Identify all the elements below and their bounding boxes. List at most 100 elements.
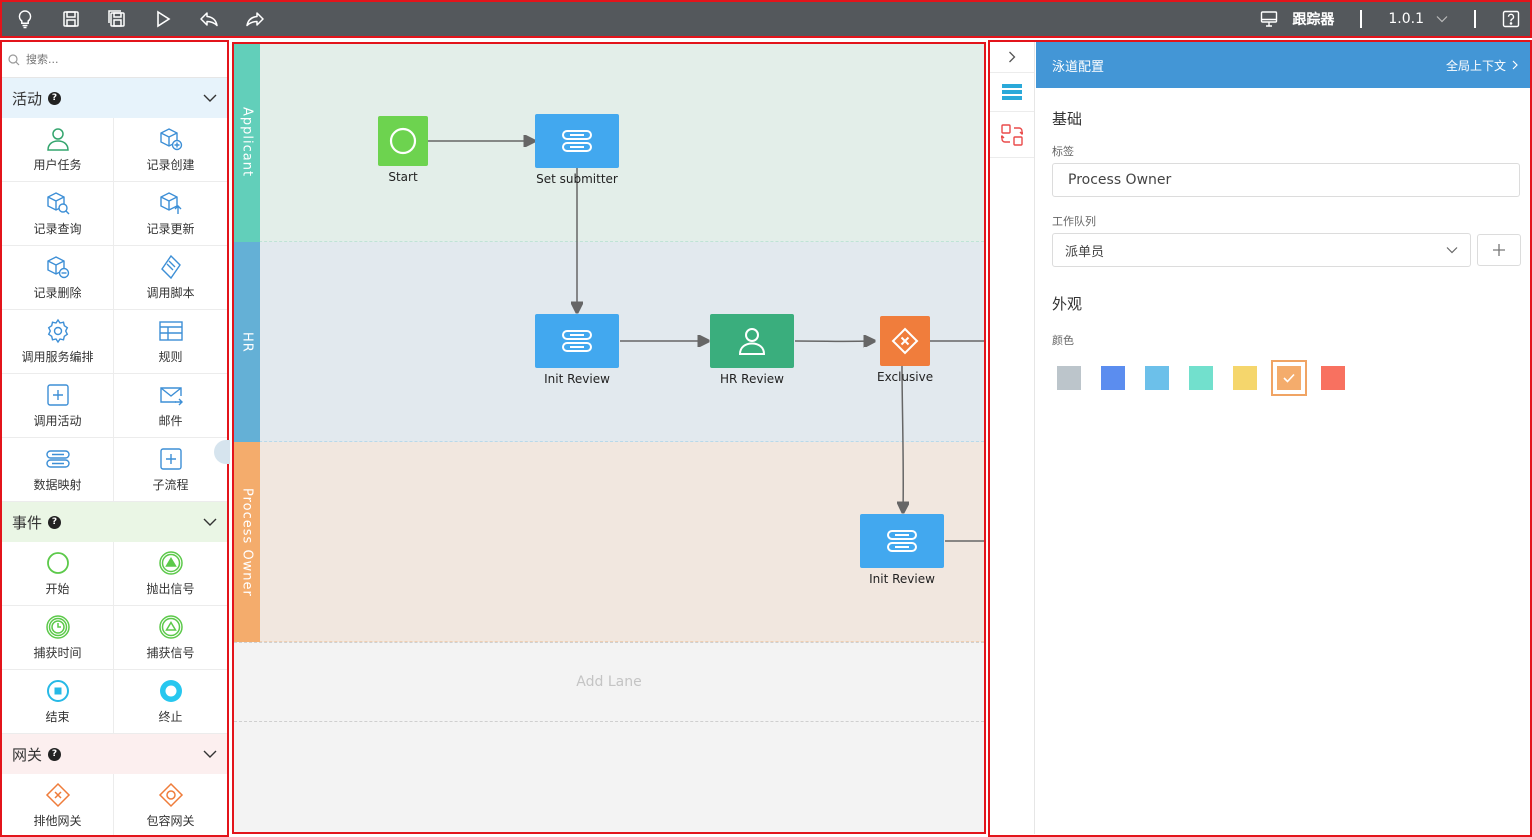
cube-remove-icon [46, 256, 69, 279]
save-as-icon[interactable] [94, 2, 140, 36]
run-icon[interactable] [140, 2, 186, 36]
script-icon [160, 254, 181, 280]
help-icon[interactable] [1502, 10, 1520, 28]
palette-item-record-update[interactable]: 记录更新 [114, 182, 227, 246]
data-mapping-icon [562, 130, 592, 152]
node-hr-review[interactable]: HR Review [710, 314, 794, 386]
palette-search [2, 42, 227, 78]
event-grid: 开始 抛出信号 捕获时间 捕获信号 结束 终止 [2, 542, 227, 734]
palette-item-inclusive-gateway[interactable]: 包容网关 [114, 774, 227, 835]
flow-connectors [428, 44, 984, 542]
timer-event-icon [45, 615, 70, 639]
palette-item-label: 抛出信号 [146, 582, 195, 596]
global-context-link[interactable]: 全局上下文 [1446, 57, 1518, 74]
color-swatch[interactable] [1101, 366, 1125, 390]
help-badge-icon[interactable]: ? [48, 515, 62, 529]
gateway-grid: 排他网关 包容网关 [2, 774, 227, 835]
throw-signal-icon [158, 551, 183, 575]
tab-lane-config[interactable] [989, 72, 1034, 112]
monitor-icon[interactable] [1260, 10, 1278, 28]
palette-item-call-activity[interactable]: 调用活动 [2, 374, 114, 438]
tab-flow-config[interactable] [989, 112, 1034, 158]
color-swatch[interactable] [1321, 366, 1345, 390]
chevron-down-icon [203, 94, 217, 102]
color-swatch[interactable] [1233, 366, 1257, 390]
lane-config-panel: 泳道配置 全局上下文 基础 标签 Process Owner 工作队列 派单员 … [1036, 42, 1530, 834]
palette-item-mail[interactable]: 邮件 [114, 374, 227, 438]
palette-item-data-mapping[interactable]: 数据映射 [2, 438, 114, 502]
palette-item-catch-signal[interactable]: 捕获信号 [114, 606, 227, 670]
version-select[interactable]: 1.0.1 [1388, 11, 1448, 27]
sequence-flow[interactable] [902, 365, 903, 512]
gear-icon [47, 318, 68, 344]
node-label: HR Review [720, 372, 784, 386]
palette-item-subprocess[interactable]: 子流程 [114, 438, 227, 502]
palette-item-call-service[interactable]: 调用服务编排 [2, 310, 114, 374]
palette-item-throw-signal[interactable]: 抛出信号 [114, 542, 227, 606]
exclusive-gateway-icon [891, 327, 919, 355]
lane-label[interactable]: HR [234, 242, 260, 442]
lane-label[interactable]: Applicant [234, 44, 260, 242]
lanes-icon [1001, 84, 1022, 100]
data-mapping-icon [887, 530, 917, 552]
palette-item-label: 规则 [158, 350, 183, 364]
label-field-label: 标签 [1052, 145, 1074, 158]
panel-side-tabs [989, 42, 1035, 834]
palette-item-start[interactable]: 开始 [2, 542, 114, 606]
group-title: 事件 [12, 513, 43, 532]
panel-title: 泳道配置 [1052, 59, 1105, 75]
inclusive-gateway-icon [158, 782, 183, 808]
tracker-button[interactable]: 跟踪器 [1292, 12, 1335, 28]
palette-item-record-delete[interactable]: 记录删除 [2, 246, 114, 310]
node-start[interactable]: Start [378, 116, 428, 184]
palette-item-terminate[interactable]: 终止 [114, 670, 227, 734]
palette-item-call-script[interactable]: 调用脚本 [114, 246, 227, 310]
lane-label[interactable]: Process Owner [234, 442, 260, 642]
group-header-event[interactable]: 事件? [2, 502, 227, 542]
palette-item-exclusive-gateway[interactable]: 排他网关 [2, 774, 114, 835]
color-swatch[interactable] [1057, 366, 1081, 390]
color-swatch[interactable] [1189, 366, 1213, 390]
help-badge-icon[interactable]: ? [48, 91, 62, 105]
palette-item-label: 终止 [158, 710, 183, 724]
lightbulb-icon[interactable] [2, 2, 48, 36]
palette-item-label: 记录查询 [33, 222, 82, 236]
cube-add-icon [159, 128, 182, 151]
undo-icon[interactable] [186, 2, 232, 36]
palette-item-user-task[interactable]: 用户任务 [2, 118, 114, 182]
palette-item-end[interactable]: 结束 [2, 670, 114, 734]
plus-icon [1493, 244, 1505, 256]
palette-collapse-handle[interactable] [214, 440, 230, 464]
node-init-review-owner[interactable]: Init Review [860, 514, 944, 586]
group-header-activity[interactable]: 活动? [2, 78, 227, 118]
add-queue-button[interactable] [1477, 234, 1521, 266]
add-lane-button[interactable]: Add Lane [234, 642, 984, 722]
save-icon[interactable] [48, 2, 94, 36]
help-badge-icon[interactable]: ? [48, 747, 62, 761]
palette-item-catch-timer[interactable]: 捕获时间 [2, 606, 114, 670]
group-header-gateway[interactable]: 网关? [2, 734, 227, 774]
color-swatch[interactable] [1271, 360, 1307, 396]
toolbar-divider [1474, 10, 1476, 28]
palette-item-record-query[interactable]: 记录查询 [2, 182, 114, 246]
palette-item-record-create[interactable]: 记录创建 [114, 118, 227, 182]
process-canvas[interactable]: Applicant HR Process Owner Add Lane Star… [232, 42, 986, 834]
node-init-review[interactable]: Init Review [535, 314, 619, 386]
redo-icon[interactable] [232, 2, 278, 36]
lane-process-owner[interactable]: Process Owner [234, 442, 984, 642]
node-set-submitter[interactable]: Set submitter [535, 114, 619, 186]
chevron-down-icon [1446, 247, 1458, 254]
toolbar-divider [1360, 10, 1363, 28]
node-label: Init Review [869, 572, 935, 586]
queue-select[interactable]: 派单员 [1052, 233, 1471, 267]
palette-item-rule[interactable]: 规则 [114, 310, 227, 374]
node-exclusive-gateway[interactable]: Exclusive [877, 316, 933, 384]
label-input[interactable]: Process Owner [1052, 163, 1520, 197]
palette-item-label: 调用服务编排 [21, 350, 94, 364]
plus-box-icon [46, 384, 69, 406]
terminate-event-icon [159, 680, 182, 702]
search-input[interactable] [26, 53, 206, 66]
collapse-panel-button[interactable] [989, 42, 1034, 72]
palette-item-label: 记录创建 [146, 158, 195, 172]
color-swatch[interactable] [1145, 366, 1169, 390]
